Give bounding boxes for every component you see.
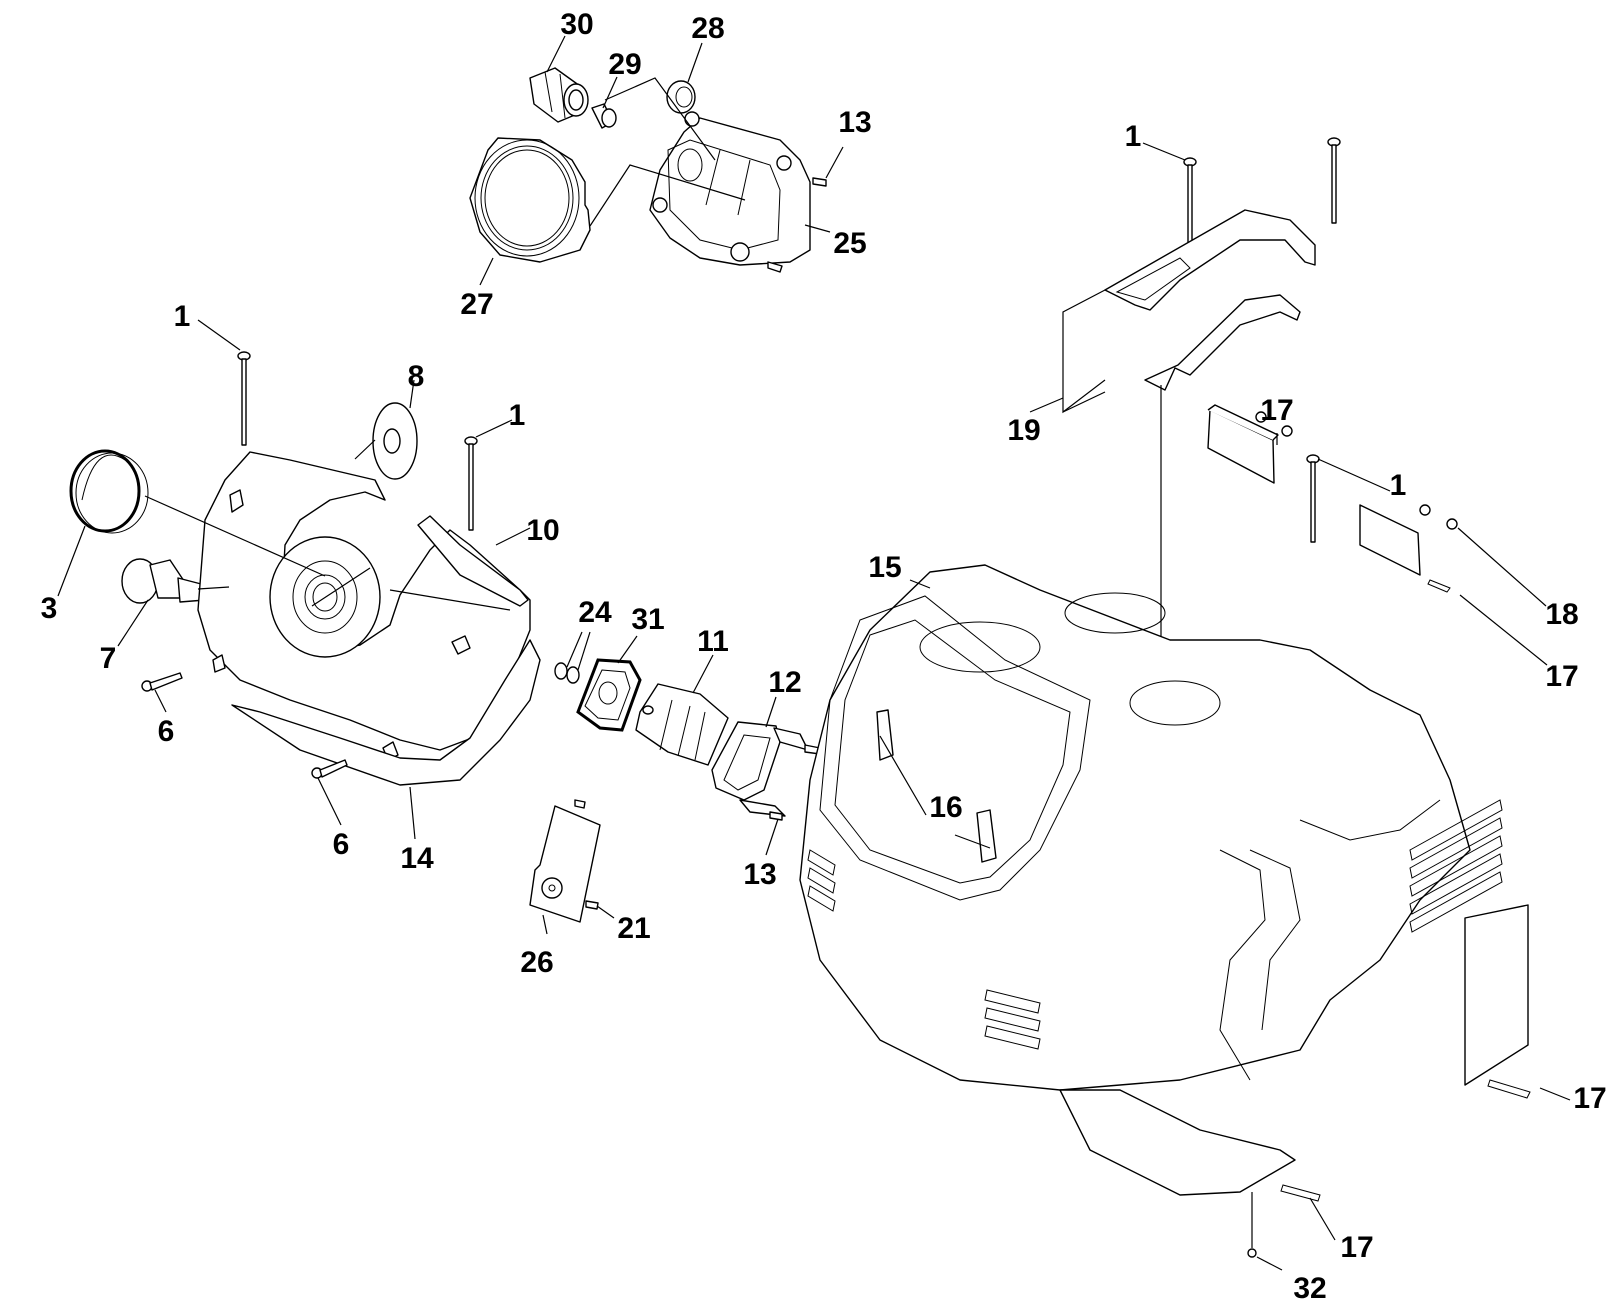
part-sleeve bbox=[591, 103, 617, 129]
part-screw-6b bbox=[311, 759, 348, 779]
part-vent-grille-right bbox=[1409, 799, 1503, 933]
part-frame bbox=[711, 721, 821, 817]
callout-3: 3 bbox=[41, 592, 58, 625]
callout-11: 11 bbox=[697, 625, 729, 658]
part-long-screw-1c bbox=[1183, 157, 1197, 248]
part-circuit-board bbox=[529, 799, 601, 923]
part-long-screw-1c2 bbox=[1327, 137, 1341, 224]
callout-27: 27 bbox=[460, 288, 493, 321]
callout-14: 14 bbox=[400, 842, 434, 875]
callout-25: 25 bbox=[833, 227, 866, 260]
part-washer-disc bbox=[372, 402, 418, 480]
callout-7: 7 bbox=[100, 642, 117, 675]
part-screw-13-mid bbox=[769, 811, 783, 821]
part-nut bbox=[666, 80, 696, 114]
part-handle bbox=[1104, 209, 1316, 391]
callout-30: 30 bbox=[560, 8, 593, 41]
callout-13-mid: 13 bbox=[743, 858, 776, 891]
part-side-cover-edge bbox=[231, 639, 541, 786]
callout-16: 16 bbox=[929, 791, 962, 824]
callout-17-bottom: 17 bbox=[1340, 1231, 1373, 1264]
callout-1-right: 1 bbox=[1390, 469, 1407, 502]
part-vent-grille-front bbox=[984, 989, 1041, 1050]
callout-28: 28 bbox=[691, 12, 724, 45]
part-o-rings bbox=[554, 662, 580, 684]
callout-8: 8 bbox=[408, 360, 425, 393]
part-screw-13-top bbox=[767, 177, 827, 273]
callout-24: 24 bbox=[578, 596, 612, 629]
callout-1-left: 1 bbox=[174, 300, 191, 333]
callout-17-top: 17 bbox=[1260, 394, 1293, 427]
part-clips bbox=[876, 709, 997, 863]
part-seal bbox=[576, 658, 642, 732]
part-knob bbox=[69, 449, 149, 534]
part-rivet bbox=[1247, 1192, 1257, 1258]
part-long-screw-1b bbox=[464, 436, 478, 531]
callout-29: 29 bbox=[608, 48, 641, 81]
callout-13-top: 13 bbox=[838, 106, 871, 139]
part-main-housing bbox=[799, 564, 1471, 1196]
callout-15: 15 bbox=[868, 551, 901, 584]
part-foam-pad-17a bbox=[1207, 404, 1293, 484]
callout-12: 12 bbox=[768, 666, 801, 699]
part-foam-pad-17b bbox=[1359, 504, 1458, 593]
part-cover-housing bbox=[649, 111, 811, 266]
callout-17-right: 17 bbox=[1545, 660, 1578, 693]
part-vent-grille-left bbox=[807, 849, 836, 912]
callout-1-mid: 1 bbox=[509, 399, 526, 432]
callout-18: 18 bbox=[1545, 598, 1578, 631]
part-long-screw-1d bbox=[1306, 454, 1320, 543]
part-long-screw-1a bbox=[237, 351, 251, 446]
part-foam-pad-17d bbox=[1280, 1184, 1321, 1202]
callout-1-top-right: 1 bbox=[1125, 120, 1142, 153]
callout-19: 19 bbox=[1007, 414, 1040, 447]
part-foam-pad-17c bbox=[1464, 904, 1531, 1099]
part-screw-6a bbox=[141, 672, 183, 692]
callout-17-lower-right: 17 bbox=[1573, 1082, 1606, 1115]
callout-26: 26 bbox=[520, 946, 553, 979]
callout-31: 31 bbox=[631, 603, 664, 636]
part-screw-21 bbox=[585, 900, 599, 910]
part-gasket-ring bbox=[469, 137, 591, 263]
callout-10: 10 bbox=[526, 514, 559, 547]
callout-21: 21 bbox=[617, 912, 650, 945]
callout-6-left: 6 bbox=[158, 715, 175, 748]
part-cable-gland bbox=[529, 67, 589, 123]
callout-32: 32 bbox=[1293, 1272, 1326, 1305]
callout-6-bottom: 6 bbox=[333, 828, 350, 861]
part-terminal-block bbox=[635, 683, 729, 766]
